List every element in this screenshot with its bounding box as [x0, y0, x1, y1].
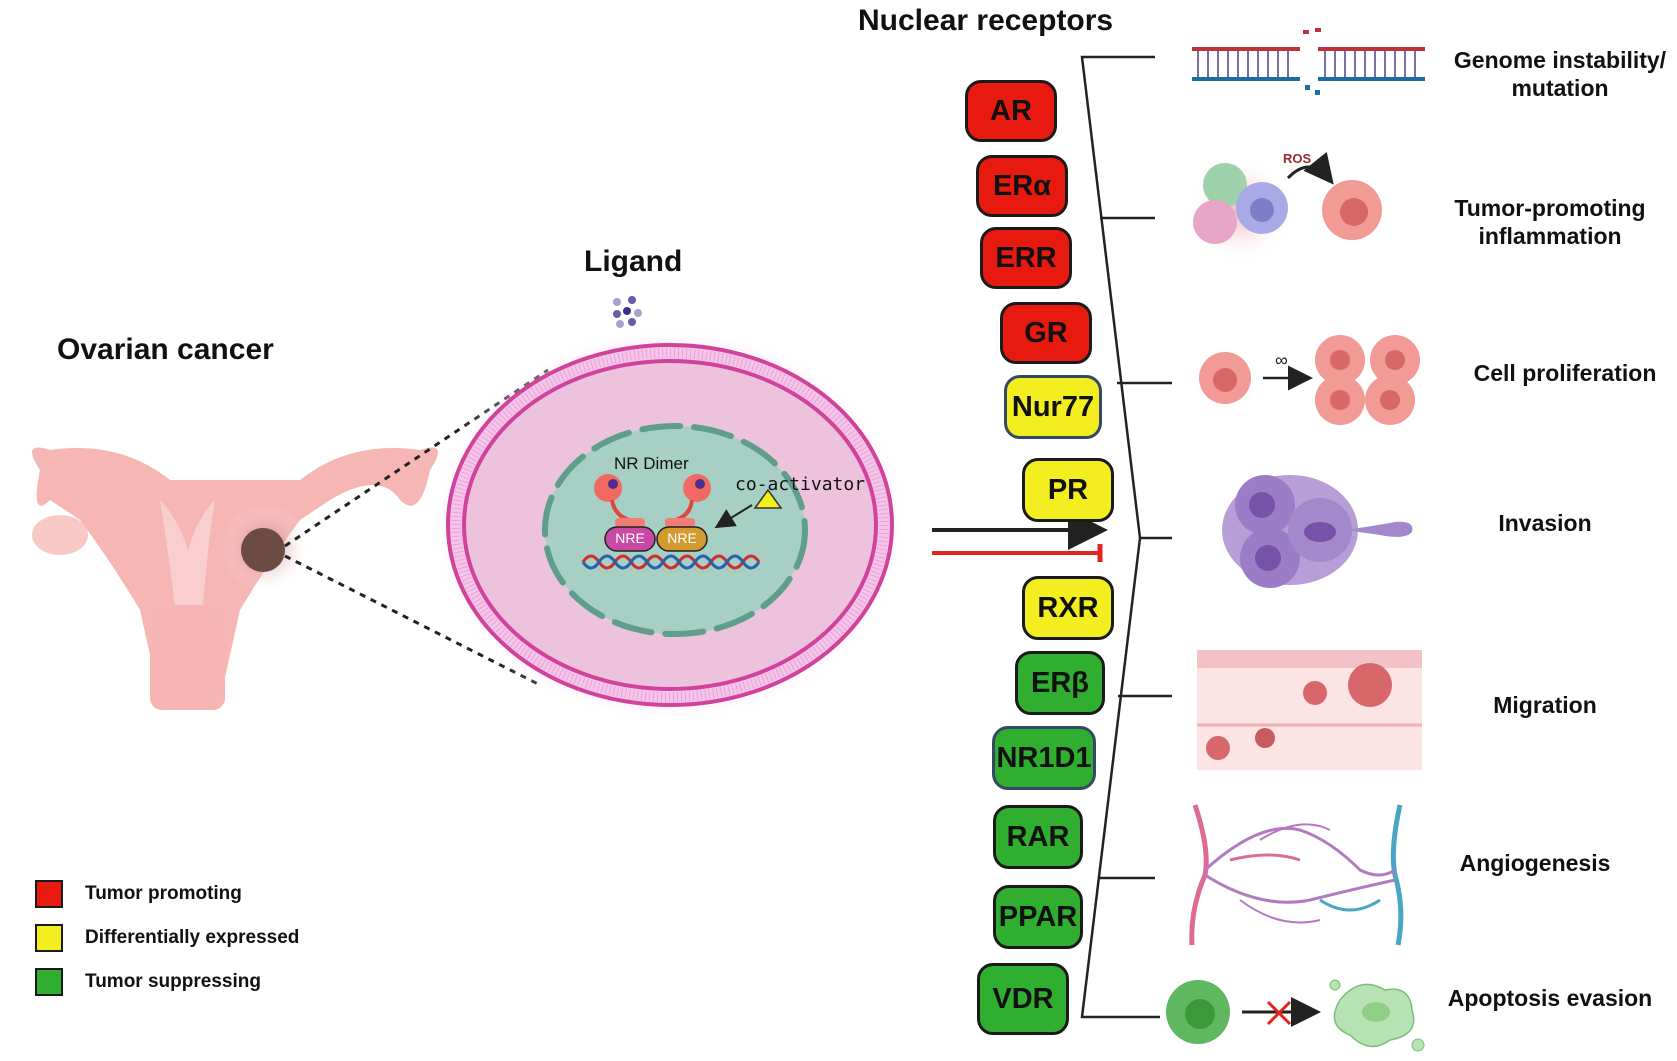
outcome-line1: Genome instability/ — [1453, 47, 1667, 73]
legend-item-differentially-expressed: Differentially expressed — [35, 924, 299, 952]
dna-icon — [581, 554, 761, 570]
dna-break-icon — [1192, 28, 1425, 95]
ligand-title: Ligand — [584, 245, 683, 278]
legend-item-tumor-suppressing: Tumor suppressing — [35, 968, 261, 996]
receptor-gr: GR — [1000, 302, 1092, 364]
coactivator-triangle-icon — [753, 488, 783, 509]
legend-label: Differentially expressed — [85, 927, 300, 948]
receptor-ar: AR — [965, 80, 1057, 142]
cell-illustration — [430, 325, 910, 725]
receptor-erβ: ERβ — [1015, 651, 1105, 715]
outcome-genome-instability: Genome instability/mutation — [1440, 47, 1677, 102]
receptor-nur77: Nur77 — [1004, 375, 1102, 439]
blood-vessels-icon — [1189, 804, 1404, 946]
nre-right-label: NRE — [667, 530, 697, 546]
outcome-angiogenesis: Angiogenesis — [1445, 850, 1625, 878]
outcome-line1: Invasion — [1498, 510, 1592, 536]
legend-swatch — [35, 880, 63, 908]
receptor-rar: RAR — [993, 805, 1083, 869]
zoom-line-top — [284, 368, 549, 548]
outcome-line1: Angiogenesis — [1459, 850, 1611, 876]
uterus-illustration — [32, 447, 438, 710]
ros-label: ROS — [1283, 151, 1312, 166]
nre-left-label: NRE — [615, 530, 645, 546]
coactivator-label: co-activator — [735, 474, 866, 495]
outcome-line2: mutation — [1511, 74, 1609, 101]
tumor-icon — [241, 528, 285, 572]
legend-label: Tumor promoting — [85, 883, 242, 904]
nuclear-receptors-title: Nuclear receptors — [858, 4, 1114, 37]
migrating-cells-icon — [1197, 650, 1422, 770]
apoptosis-blocked-icon — [1166, 979, 1425, 1052]
outcome-cell-proliferation: Cell proliferation — [1465, 360, 1665, 388]
receptor-rxr: RXR — [1022, 576, 1114, 640]
outcome-invasion: Invasion — [1465, 510, 1625, 538]
immune-cells-icon — [1185, 151, 1382, 265]
nr-dimer-label: NR Dimer — [614, 454, 689, 473]
outcome-line2: inflammation — [1478, 222, 1622, 249]
outcome-line1: Apoptosis evasion — [1447, 985, 1653, 1011]
ligand-icon — [613, 296, 642, 328]
outcome-bracket — [1080, 55, 1172, 1019]
outcome-line1: Migration — [1493, 692, 1597, 718]
receptor-erα: ERα — [976, 155, 1068, 217]
outcome-migration: Migration — [1465, 692, 1625, 720]
cell-division-icon — [1199, 335, 1420, 425]
receptor-pr: PR — [1022, 458, 1114, 522]
invading-cells-icon — [1222, 475, 1413, 588]
receptor-nr1d1: NR1D1 — [992, 726, 1096, 790]
legend-label: Tumor suppressing — [85, 971, 261, 992]
legend-swatch — [35, 924, 63, 952]
legend-swatch — [35, 968, 63, 996]
receptor-ppar: PPAR — [993, 885, 1083, 949]
outcome-line1: Tumor-promoting — [1454, 195, 1646, 221]
ovarian-cancer-title: Ovarian cancer — [57, 333, 274, 366]
infinity-label: ∞ — [1275, 350, 1288, 370]
outcome-line1: Cell proliferation — [1473, 360, 1657, 386]
receptor-err: ERR — [980, 227, 1072, 289]
outcome-apoptosis-evasion: Apoptosis evasion — [1435, 985, 1665, 1013]
receptor-vdr: VDR — [977, 963, 1069, 1035]
legend-item-tumor-promoting: Tumor promoting — [35, 880, 242, 908]
